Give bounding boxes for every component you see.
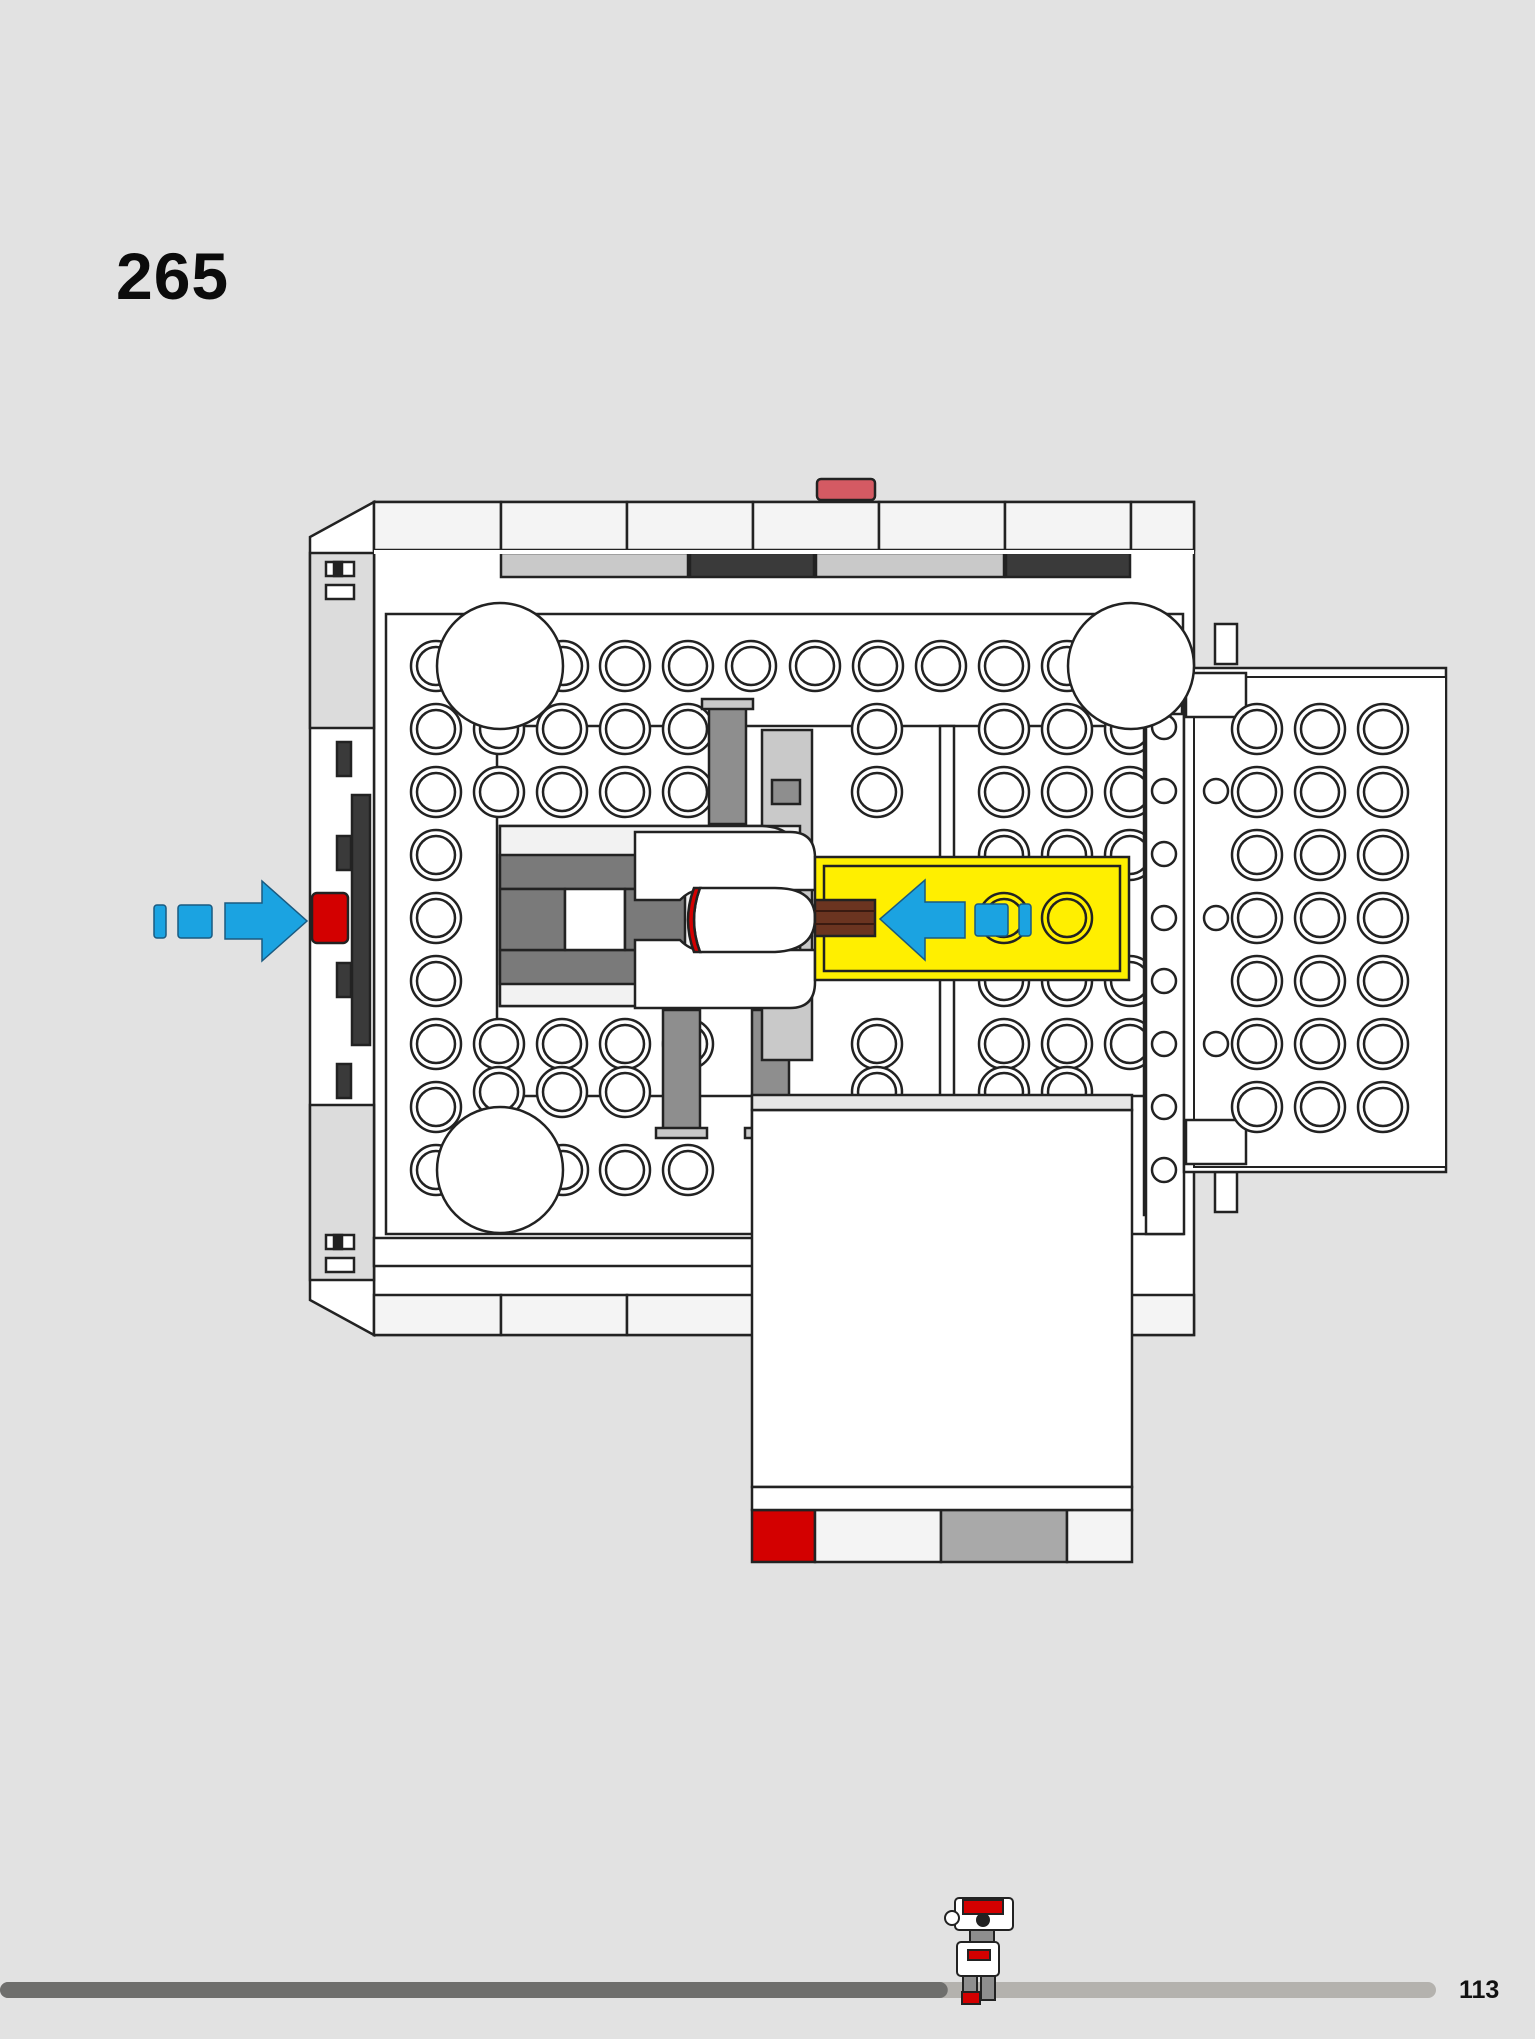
blue-arrow-right-icon [153,879,309,963]
red-top-tile [815,477,877,502]
yellow-plate [813,855,1131,982]
round-corner-tiles [435,601,1196,1235]
technic-pin-column [1144,712,1186,1236]
red-connector [310,891,350,945]
lower-white-brick [750,1093,1134,1564]
progress-fill [0,1982,948,1998]
step-number: 265 [116,239,230,313]
bottom-tile-row [372,1236,1196,1337]
right-extension-plate [1182,622,1448,1214]
center-mechanism [498,697,817,1140]
progress-bar [0,1982,1436,1998]
droid-minifigure-icon [944,1897,1014,2005]
left-side-parts [310,740,372,1100]
page-number: 113 [1459,1976,1500,2004]
top-tile-row [372,500,1196,579]
blue-arrow-left-icon [878,878,1032,962]
brown-axle [813,898,877,938]
